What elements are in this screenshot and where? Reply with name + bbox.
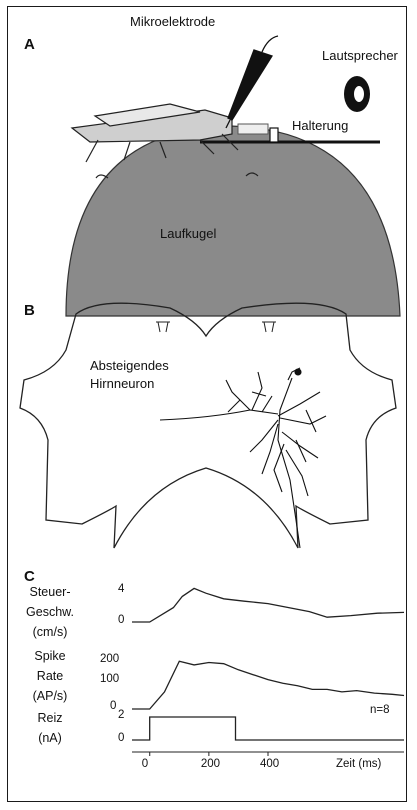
chart2-series-line bbox=[132, 661, 404, 709]
chart3-series-line bbox=[132, 717, 404, 740]
chart3-ytick-top-label: 2 bbox=[118, 709, 124, 721]
chart3-ytick-bottom-label: 0 bbox=[118, 732, 124, 744]
n-label: n=8 bbox=[370, 704, 390, 716]
chart1-series-line bbox=[132, 588, 404, 622]
x-tick-0: 0 bbox=[142, 758, 148, 770]
x-tick-400: 400 bbox=[260, 758, 279, 770]
x-tick-200: 200 bbox=[201, 758, 220, 770]
x-axis-label: Zeit (ms) bbox=[336, 758, 381, 770]
